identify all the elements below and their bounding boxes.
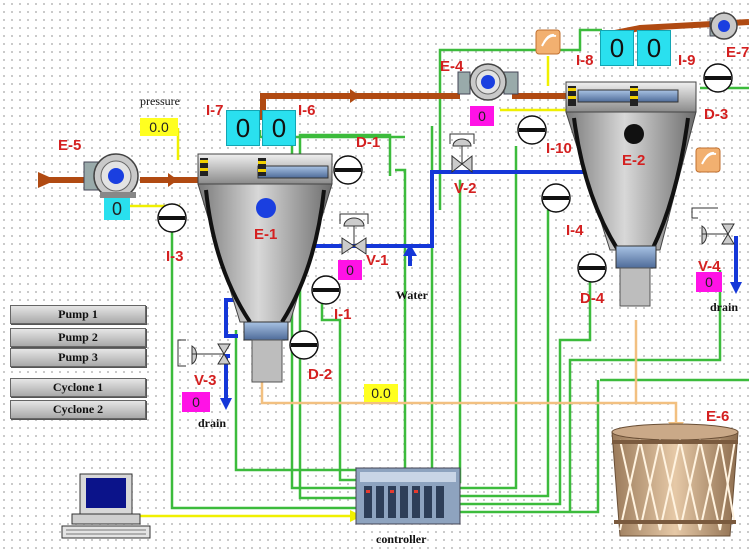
sensor-icon bbox=[695, 147, 721, 173]
tag-d1: D-1 bbox=[356, 134, 381, 151]
tag-e2: E-2 bbox=[622, 152, 646, 169]
v4-readout: 0 bbox=[696, 272, 722, 292]
pump-icon[interactable] bbox=[709, 12, 738, 40]
tag-d4: D-4 bbox=[580, 290, 605, 307]
drain-label-right: drain bbox=[710, 300, 739, 314]
tag-i6: I-6 bbox=[298, 102, 316, 119]
pump-icon[interactable] bbox=[83, 153, 139, 199]
pump-e5-readout: 0 bbox=[104, 198, 130, 220]
i7-readout: 0 bbox=[226, 110, 260, 146]
drain-label-left: drain bbox=[198, 416, 227, 430]
controller-label: controller bbox=[376, 532, 427, 546]
water-label: Water bbox=[396, 288, 428, 302]
cyclone-1-button[interactable]: Cyclone 1 bbox=[10, 378, 146, 397]
v2-readout: 0 bbox=[470, 106, 494, 126]
i8-readout: 0 bbox=[600, 30, 634, 66]
valve-icon[interactable] bbox=[177, 339, 231, 367]
water-arrow bbox=[403, 244, 417, 256]
pressure-readout: 0.0 bbox=[140, 118, 178, 136]
tag-e1: E-1 bbox=[254, 226, 278, 243]
valve-icon[interactable] bbox=[449, 133, 475, 174]
pump-1-button[interactable]: Pump 1 bbox=[10, 305, 146, 324]
tag-i10: I-10 bbox=[546, 140, 572, 157]
flow-indicator-icon[interactable] bbox=[577, 253, 607, 283]
tag-d3: D-3 bbox=[704, 106, 729, 123]
flow-readout: 0.0 bbox=[364, 384, 398, 402]
v1-readout: 0 bbox=[338, 260, 362, 280]
flow-indicator-icon[interactable] bbox=[703, 63, 733, 93]
feed-arrow-3 bbox=[350, 89, 360, 103]
tank-icon[interactable] bbox=[611, 423, 739, 537]
tag-i7: I-7 bbox=[206, 102, 224, 119]
cyclone-e1[interactable] bbox=[197, 153, 333, 383]
tag-i1: I-1 bbox=[334, 306, 352, 323]
tag-e7: E-7 bbox=[726, 44, 749, 61]
feed-arrow-2 bbox=[168, 173, 178, 187]
sensor-icon bbox=[535, 29, 561, 55]
flow-indicator-icon[interactable] bbox=[541, 183, 571, 213]
tag-i3: I-3 bbox=[166, 248, 184, 265]
tag-e5: E-5 bbox=[58, 137, 82, 154]
flow-indicator-icon[interactable] bbox=[157, 203, 187, 233]
valve-icon[interactable] bbox=[691, 207, 735, 245]
computer-icon[interactable] bbox=[61, 473, 151, 539]
flow-indicator-icon[interactable] bbox=[333, 155, 363, 185]
tag-v1: V-1 bbox=[366, 252, 389, 269]
tan-line bbox=[260, 320, 678, 425]
flow-indicator-icon[interactable] bbox=[517, 115, 547, 145]
drain-arrow-left bbox=[220, 398, 232, 410]
pressure-label: pressure bbox=[140, 94, 180, 108]
v3-readout: 0 bbox=[182, 392, 210, 412]
pump-3-button[interactable]: Pump 3 bbox=[10, 348, 146, 367]
i6-readout: 0 bbox=[262, 110, 296, 146]
drain-arrow-right bbox=[730, 282, 742, 294]
tag-i8: I-8 bbox=[576, 52, 594, 69]
feed-arrow bbox=[38, 172, 56, 188]
tag-e4: E-4 bbox=[440, 58, 464, 75]
tag-i4: I-4 bbox=[566, 222, 584, 239]
cyclone-2-button[interactable]: Cyclone 2 bbox=[10, 400, 146, 419]
tag-v2: V-2 bbox=[454, 180, 477, 197]
tag-d2: D-2 bbox=[308, 366, 333, 383]
flow-indicator-icon[interactable] bbox=[311, 275, 341, 305]
tag-e6: E-6 bbox=[706, 408, 730, 425]
flow-indicator-icon[interactable] bbox=[289, 330, 319, 360]
pump-icon[interactable] bbox=[457, 63, 519, 101]
cyclone-e2[interactable] bbox=[565, 81, 697, 307]
tag-v4: V-4 bbox=[698, 258, 721, 275]
tag-v3: V-3 bbox=[194, 372, 217, 389]
tag-i9: I-9 bbox=[678, 52, 696, 69]
controller-rack-icon[interactable] bbox=[355, 467, 461, 525]
i9-readout: 0 bbox=[637, 30, 671, 66]
pump-2-button[interactable]: Pump 2 bbox=[10, 328, 146, 347]
valve-icon[interactable] bbox=[339, 213, 369, 255]
